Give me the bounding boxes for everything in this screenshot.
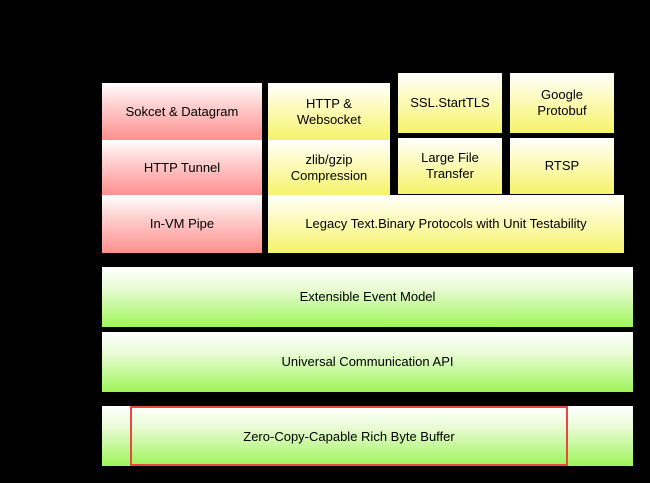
ssl-starttls-label: SSL.StartTLS (410, 95, 490, 110)
large-file-transfer-label: Large File Transfer (421, 150, 479, 181)
in-vm-pipe-block: In-VM Pipe (102, 195, 262, 253)
communication-api-label: Universal Communication API (281, 354, 454, 369)
event-model-block: Extensible Event Model (102, 267, 633, 327)
http-websocket-block: HTTP & Websocket (268, 83, 390, 140)
byte-buffer-highlight: Zero-Copy-Capable Rich Byte Buffer (130, 406, 568, 466)
http-websocket-label: HTTP & Websocket (296, 95, 362, 127)
http-tunnel-block: HTTP Tunnel (102, 140, 262, 195)
byte-buffer-label: Zero-Copy-Capable Rich Byte Buffer (243, 428, 455, 444)
http-tunnel-label: HTTP Tunnel (143, 159, 221, 175)
zlib-gzip-label: zlib/gzip Compression (290, 151, 368, 183)
socket-datagram-block: Sokcet & Datagram (102, 83, 262, 140)
byte-buffer-block (102, 406, 633, 466)
ssl-starttls-block: SSL.StartTLS (398, 73, 502, 133)
event-model-label: Extensible Event Model (299, 289, 436, 304)
zlib-gzip-block: zlib/gzip Compression (268, 140, 390, 195)
legacy-protocols-block: Legacy Text.Binary Protocols with Unit T… (268, 195, 624, 253)
legacy-protocols-label: Legacy Text.Binary Protocols with Unit T… (305, 216, 587, 231)
rtsp-block: RTSP (510, 138, 614, 194)
google-protobuf-label: Google Protobuf (537, 87, 587, 118)
large-file-transfer-block: Large File Transfer (398, 138, 502, 194)
communication-api-block: Universal Communication API (102, 332, 633, 392)
in-vm-pipe-label: In-VM Pipe (149, 216, 215, 231)
socket-datagram-label: Sokcet & Datagram (125, 103, 239, 119)
rtsp-label: RTSP (544, 158, 580, 173)
google-protobuf-block: Google Protobuf (510, 73, 614, 133)
